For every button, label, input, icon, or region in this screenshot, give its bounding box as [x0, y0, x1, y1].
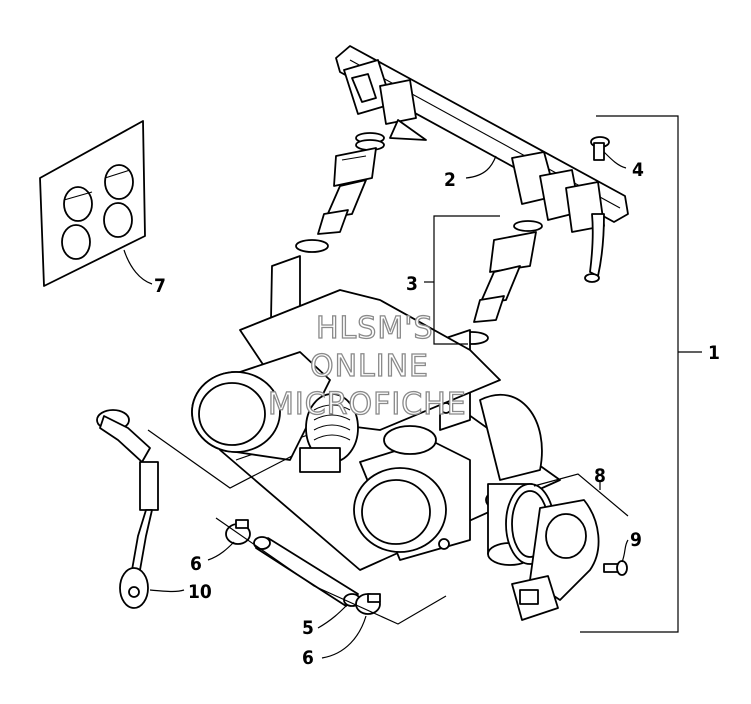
- callout-label-7: 7: [154, 275, 166, 297]
- leader-line-9: [621, 539, 629, 563]
- fuel-injector-left: [295, 132, 385, 253]
- callout-label-10: 10: [188, 581, 212, 603]
- link-rod-part-10: [96, 409, 159, 609]
- fuel-injector-right: [455, 220, 543, 345]
- leader-line-2: [465, 155, 497, 179]
- screw-part-9: [603, 560, 628, 576]
- leader-line-6a: [207, 541, 235, 561]
- watermark-line-3: MICROFICHE: [268, 387, 467, 422]
- clamp-part-6b: [355, 593, 381, 615]
- callout-bracket-1: [580, 115, 679, 633]
- callout-label-6a: 6: [190, 553, 202, 575]
- callout-label-2: 2: [444, 169, 456, 191]
- gasket-sheet-part-7: [39, 120, 146, 287]
- guide-line-upper: [147, 429, 293, 489]
- callout-label-9: 9: [630, 529, 642, 551]
- callout-label-5: 5: [302, 617, 314, 639]
- watermark: HLSM'S ONLINE MICROFICHE: [267, 310, 467, 422]
- leader-line-4: [603, 151, 627, 169]
- fuel-rail-part-2: [335, 45, 629, 283]
- leader-line-5: [317, 605, 347, 629]
- callout-label-3: 3: [406, 273, 418, 295]
- screw-part-4: [590, 136, 610, 161]
- throttle-position-sensor: [511, 499, 600, 621]
- callout-bracket-3: [433, 215, 500, 345]
- watermark-line-1: HLSM'S: [316, 311, 434, 346]
- callout-label-6b: 6: [302, 647, 314, 669]
- callout-bracket-8: [533, 473, 629, 517]
- callout-label-1: 1: [708, 342, 720, 364]
- throttle-body-assembly-part-1: [191, 255, 561, 571]
- leader-line-6b: [321, 615, 367, 659]
- watermark-line-2: ONLINE: [310, 349, 429, 384]
- guide-line-lower: [215, 517, 447, 625]
- callout-label-8: 8: [594, 465, 606, 487]
- clamp-part-6a: [225, 519, 251, 545]
- leader-line-10: [149, 589, 185, 593]
- leader-line-7: [123, 249, 153, 285]
- callout-label-4: 4: [632, 159, 644, 181]
